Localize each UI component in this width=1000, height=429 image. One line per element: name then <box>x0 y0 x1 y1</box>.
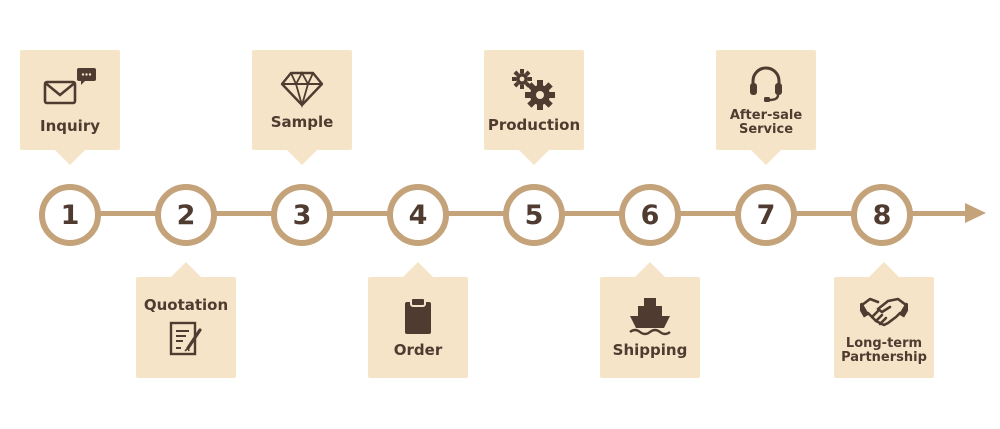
step-circle-5: 5 <box>503 184 565 246</box>
step-label: Shipping <box>612 341 688 359</box>
step-circle-7: 7 <box>735 184 797 246</box>
step-label: Sample <box>270 112 334 131</box>
diamond-icon <box>280 70 324 108</box>
step-card-quotation: Quotation <box>136 262 236 378</box>
step-circle-6: 6 <box>619 184 681 246</box>
step-card-after-sale-service: After-sale Service <box>716 50 816 165</box>
step-circle-8: 8 <box>851 184 913 246</box>
mail-chat-icon <box>43 66 97 112</box>
step-card-long-term-partnership: Long-term Partnership <box>834 262 934 378</box>
step-label: Long-term Partnership <box>841 335 927 365</box>
step-circle-3: 3 <box>271 184 333 246</box>
step-card-production: Production <box>484 50 584 165</box>
step-circle-1: 1 <box>39 184 101 246</box>
step-label: Order <box>393 341 443 359</box>
step-label: Inquiry <box>40 116 100 135</box>
ship-icon <box>628 296 672 336</box>
step-number: 4 <box>408 199 428 231</box>
step-number: 2 <box>176 199 196 231</box>
gears-icon <box>510 67 558 111</box>
document-pen-icon <box>167 320 205 358</box>
step-label: Quotation <box>143 296 229 314</box>
handshake-icon <box>860 291 908 331</box>
step-card-order: Order <box>368 262 468 378</box>
step-card-inquiry: Inquiry <box>20 50 120 165</box>
step-label: After-sale Service <box>729 108 803 137</box>
step-number: 1 <box>60 199 80 231</box>
step-number: 5 <box>524 199 544 231</box>
step-card-shipping: Shipping <box>600 262 700 378</box>
step-number: 3 <box>292 199 312 231</box>
step-number: 6 <box>640 199 660 231</box>
clipboard-icon <box>402 296 434 336</box>
step-number: 7 <box>756 199 776 231</box>
step-label: Production <box>487 115 581 134</box>
step-number: 8 <box>872 199 892 231</box>
step-card-sample: Sample <box>252 50 352 165</box>
timeline-arrowhead <box>965 203 986 223</box>
step-circle-4: 4 <box>387 184 449 246</box>
headset-icon <box>748 63 784 103</box>
step-circle-2: 2 <box>155 184 217 246</box>
